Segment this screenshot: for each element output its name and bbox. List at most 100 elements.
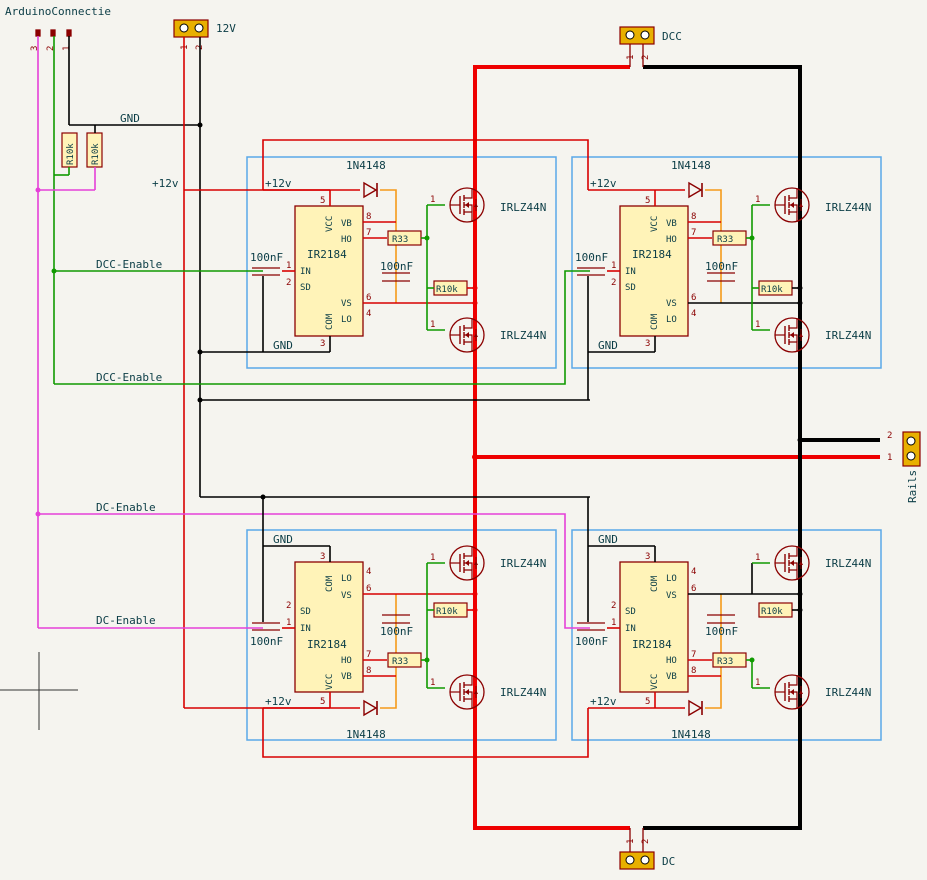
svg-text:8: 8 (366, 212, 371, 222)
svg-text:2: 2 (286, 601, 291, 611)
crosshair-cursor-icon (0, 652, 78, 730)
svg-text:1: 1 (180, 45, 190, 50)
svg-text:100nF: 100nF (705, 260, 738, 273)
mosfet-icon-low (449, 317, 485, 353)
arduino-connector[interactable]: ArduinoConnectie 3 2 1 (5, 5, 111, 51)
power-bus (473, 65, 880, 830)
svg-text:1: 1 (755, 320, 760, 330)
svg-text:1: 1 (626, 839, 636, 844)
svg-text:VCC: VCC (325, 216, 335, 232)
svg-text:1N4148: 1N4148 (671, 728, 711, 741)
svg-text:GND: GND (598, 339, 618, 352)
svg-text:R33: R33 (717, 235, 733, 245)
svg-text:1: 1 (286, 261, 291, 271)
driver-block-top-left[interactable]: 1N4148 IR2184 VCC COM VB HO IN SD VS LO … (250, 139, 589, 353)
svg-text:2: 2 (641, 55, 651, 60)
svg-text:5: 5 (645, 697, 650, 707)
svg-text:1: 1 (611, 261, 616, 271)
svg-text:100nF: 100nF (250, 251, 283, 264)
dc-enable-label-2: DC-Enable (96, 614, 156, 627)
svg-text:VS: VS (341, 299, 352, 309)
dc-connector[interactable]: DC 1 2 (619, 828, 675, 870)
svg-text:R33: R33 (392, 657, 408, 667)
svg-text:+12v: +12v (590, 695, 617, 708)
ir2184-chip (619, 205, 689, 337)
dcc-enable-label-2: DCC-Enable (96, 371, 162, 384)
svg-text:VB: VB (341, 672, 352, 682)
svg-text:R10k: R10k (91, 143, 101, 165)
svg-text:HO: HO (666, 235, 677, 245)
svg-text:1: 1 (755, 678, 760, 688)
svg-text:LO: LO (341, 315, 352, 325)
svg-text:1: 1 (286, 618, 291, 628)
svg-text:1: 1 (430, 678, 435, 688)
svg-text:VB: VB (666, 672, 677, 682)
svg-text:LO: LO (666, 315, 677, 325)
svg-text:VCC: VCC (325, 674, 335, 690)
block-frame-bottom-right (571, 529, 882, 741)
svg-text:VS: VS (666, 591, 677, 601)
svg-text:1: 1 (62, 46, 72, 51)
svg-text:IRLZ44N: IRLZ44N (500, 329, 546, 342)
svg-text:GND: GND (598, 533, 618, 546)
svg-text:2: 2 (46, 46, 56, 51)
svg-text:IRLZ44N: IRLZ44N (500, 686, 546, 699)
svg-text:6: 6 (691, 293, 696, 303)
resistor-r10k-b[interactable]: R10k (86, 132, 103, 168)
svg-text:1: 1 (887, 453, 892, 463)
svg-text:2: 2 (641, 839, 651, 844)
svg-text:1: 1 (611, 618, 616, 628)
mosfet-icon-high (449, 187, 485, 223)
svg-text:SD: SD (625, 283, 636, 293)
svg-text:1: 1 (626, 55, 636, 60)
svg-text:1N4148: 1N4148 (346, 728, 386, 741)
svg-text:R10k: R10k (761, 285, 783, 295)
svg-text:HO: HO (341, 656, 352, 666)
svg-text:VCC: VCC (650, 674, 660, 690)
svg-text:IN: IN (300, 624, 311, 634)
svg-text:1N4148: 1N4148 (671, 159, 711, 172)
mosfet-icon-low (774, 317, 810, 353)
ir2184-chip (619, 561, 689, 693)
svg-text:COM: COM (650, 313, 660, 330)
svg-text:4: 4 (691, 567, 696, 577)
diode-icon (363, 182, 378, 198)
svg-text:R33: R33 (392, 235, 408, 245)
svg-text:HO: HO (341, 235, 352, 245)
svg-text:100nF: 100nF (575, 251, 608, 264)
svg-text:6: 6 (366, 584, 371, 594)
svg-text:HO: HO (666, 656, 677, 666)
diode-icon (363, 700, 378, 716)
svg-text:3: 3 (645, 552, 650, 562)
svg-text:5: 5 (320, 196, 325, 206)
svg-text:7: 7 (366, 650, 371, 660)
driver-block-bottom-left[interactable]: 1N4148 IR2184 VCC COM LO VS SD IN HO VB … (250, 497, 589, 758)
svg-text:1: 1 (755, 553, 760, 563)
svg-text:LO: LO (341, 574, 352, 584)
power-12v-connector[interactable]: 12V 1 2 (173, 19, 236, 50)
svg-text:R10k: R10k (761, 607, 783, 617)
driver-block-bottom-right[interactable]: 1N4148 IR2184 VCC COM LO VS SD IN HO VB … (575, 497, 871, 741)
svg-text:VB: VB (666, 219, 677, 229)
svg-text:3: 3 (320, 339, 325, 349)
svg-text:7: 7 (366, 228, 371, 238)
svg-text:100nF: 100nF (250, 635, 283, 648)
svg-text:IR2184: IR2184 (307, 638, 347, 651)
diode-icon (688, 182, 703, 198)
block-frame-top-right (571, 156, 882, 369)
power-12v-label: 12V (216, 22, 236, 35)
svg-text:IRLZ44N: IRLZ44N (825, 686, 871, 699)
driver-block-top-right[interactable]: 1N4148 IR2184 VCC COM VB HO IN SD VS LO … (575, 159, 871, 400)
svg-text:IRLZ44N: IRLZ44N (500, 201, 546, 214)
dcc-connector[interactable]: DCC 1 2 (619, 26, 682, 67)
svg-text:IN: IN (300, 267, 311, 277)
svg-text:R10k: R10k (66, 143, 76, 165)
svg-text:4: 4 (366, 567, 371, 577)
mosfet-icon-low (449, 545, 485, 581)
arduino-connector-label: ArduinoConnectie (5, 5, 111, 18)
resistor-r10k-a[interactable]: R10k (61, 132, 78, 168)
svg-text:3: 3 (30, 46, 40, 51)
rails-connector[interactable]: 2 1 Rails (887, 431, 921, 503)
svg-text:7: 7 (691, 650, 696, 660)
